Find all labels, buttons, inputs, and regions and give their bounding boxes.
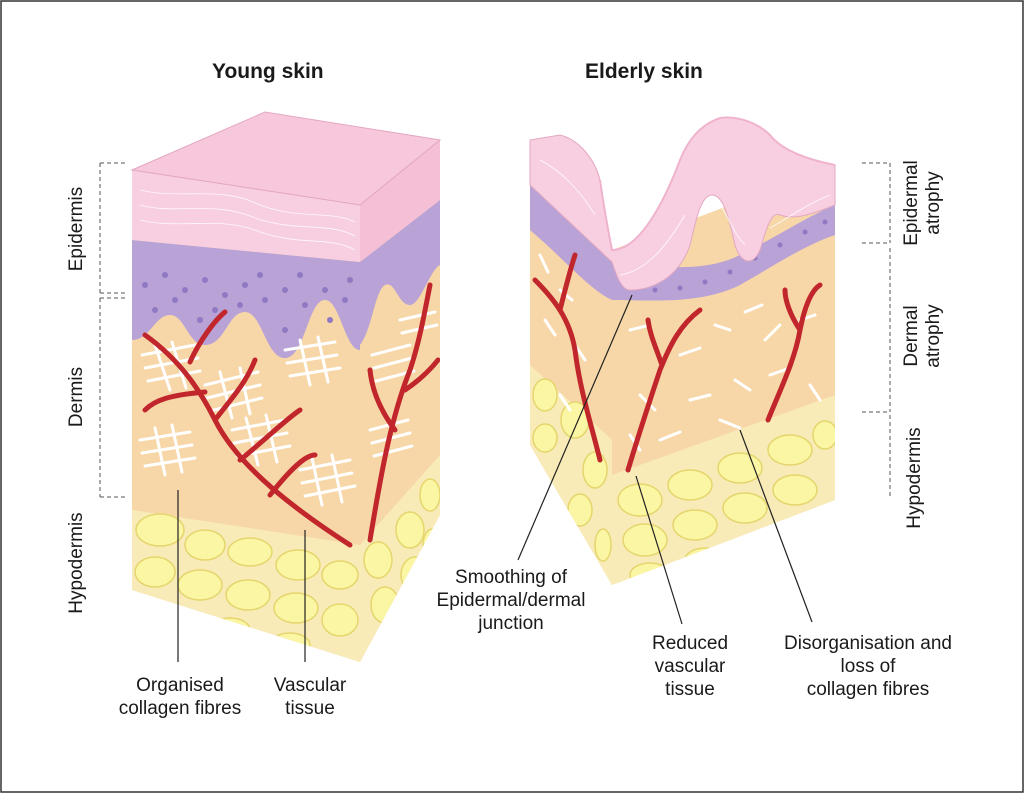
callout-leader-lines	[177, 294, 813, 662]
young-vascular-tissue	[142, 309, 353, 548]
young-collagen-fibres	[138, 335, 357, 507]
right-layer-brackets	[862, 162, 891, 497]
left-layer-brackets	[99, 162, 128, 498]
young-front-face	[132, 170, 360, 662]
young-skin-title: Young skin	[212, 60, 324, 83]
callout-reduced-vascular: Reduced vascular tissue	[651, 633, 729, 700]
label-dermis: Dermis	[66, 366, 87, 428]
callout-disorganisation: Disorganisation and loss of collagen fib…	[784, 633, 952, 700]
callout-smoothing-junction: Smoothing of Epidermal/dermal junction	[436, 567, 586, 634]
young-basal-cells	[142, 272, 353, 333]
label-epidermis: Epidermis	[66, 186, 87, 272]
young-skin-block	[130, 111, 442, 662]
label-epidermal-atrophy: Epidermal atrophy	[901, 160, 944, 246]
elderly-skin-title: Elderly skin	[585, 60, 703, 83]
label-hypodermis-left: Hypodermis	[66, 512, 87, 614]
callout-vascular-tissue: Vascular tissue	[273, 675, 347, 719]
label-dermal-atrophy: Dermal atrophy	[901, 304, 944, 368]
callout-organised-collagen: Organised collagen fibres	[118, 675, 242, 719]
label-hypodermis-right: Hypodermis	[904, 427, 925, 529]
elderly-front-face	[612, 165, 835, 585]
elderly-vascular-tissue	[625, 282, 823, 473]
elderly-skin-block	[529, 116, 836, 585]
